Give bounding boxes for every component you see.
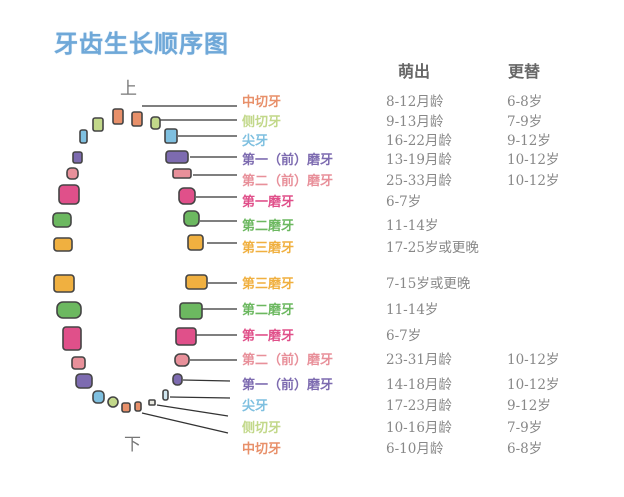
replacement-value: 10-12岁 (507, 352, 560, 368)
upper-teeth (52, 108, 204, 252)
tooth-name: 第二磨牙 (242, 219, 295, 234)
replacement-value: 10-12岁 (507, 377, 560, 393)
lower-teeth (53, 274, 208, 413)
leader-lines (141, 105, 237, 434)
lower-jaw-label: 下 (124, 435, 141, 455)
eruption-value: 25-33月龄 (386, 173, 452, 189)
eruption-value: 11-14岁 (386, 218, 439, 234)
tooth-name: 第一（前）磨牙 (242, 153, 334, 168)
replacement-value: 10-12岁 (507, 173, 560, 189)
tooth-name: 第一磨牙 (242, 329, 295, 344)
eruption-value: 16-22月龄 (386, 133, 452, 149)
eruption-value: 7-15岁或更晚 (386, 276, 471, 292)
replacement-value: 9-12岁 (507, 133, 551, 149)
tooth-name: 第二（前）磨牙 (242, 353, 334, 368)
tooth-name: 第三磨牙 (242, 241, 295, 256)
tooth-name: 中切牙 (242, 95, 282, 110)
eruption-value: 6-10月龄 (386, 441, 444, 457)
tooth-name: 中切牙 (242, 442, 282, 457)
replacement-value: 6-8岁 (507, 441, 543, 457)
tooth-name: 尖牙 (242, 134, 269, 149)
eruption-value: 23-31月龄 (386, 352, 452, 368)
replacement-value: 6-8岁 (507, 94, 543, 110)
eruption-header: 萌出 (398, 62, 431, 81)
upper-jaw-label: 上 (120, 79, 137, 99)
tooth-name: 尖牙 (242, 399, 269, 414)
replacement-header: 更替 (508, 62, 541, 81)
tooth-name: 第一磨牙 (242, 195, 295, 210)
replacement-value: 10-12岁 (507, 152, 560, 168)
replacement-value: 7-9岁 (507, 420, 543, 436)
tooth-name: 第二磨牙 (242, 303, 295, 318)
tooth-name: 侧切牙 (242, 421, 282, 436)
replacement-value: 7-9岁 (507, 114, 543, 130)
tooth-name: 侧切牙 (242, 115, 282, 130)
eruption-value: 8-12月龄 (386, 94, 444, 110)
eruption-value: 6-7岁 (386, 328, 422, 344)
eruption-value: 11-14岁 (386, 302, 439, 318)
eruption-value: 6-7岁 (386, 194, 422, 210)
tooth-name: 第一（前）磨牙 (242, 378, 334, 393)
tooth-name: 第二（前）磨牙 (242, 174, 334, 189)
eruption-value: 13-19月龄 (386, 152, 452, 168)
page-title: 牙齿生长顺序图 (54, 30, 229, 58)
eruption-value: 14-18月龄 (386, 377, 452, 393)
eruption-value: 17-25岁或更晚 (386, 240, 479, 256)
replacement-value: 9-12岁 (507, 398, 551, 414)
tooth-name: 第三磨牙 (242, 277, 295, 292)
eruption-value: 17-23月龄 (386, 398, 452, 414)
eruption-value: 9-13月龄 (386, 114, 444, 130)
eruption-value: 10-16月龄 (386, 420, 452, 436)
